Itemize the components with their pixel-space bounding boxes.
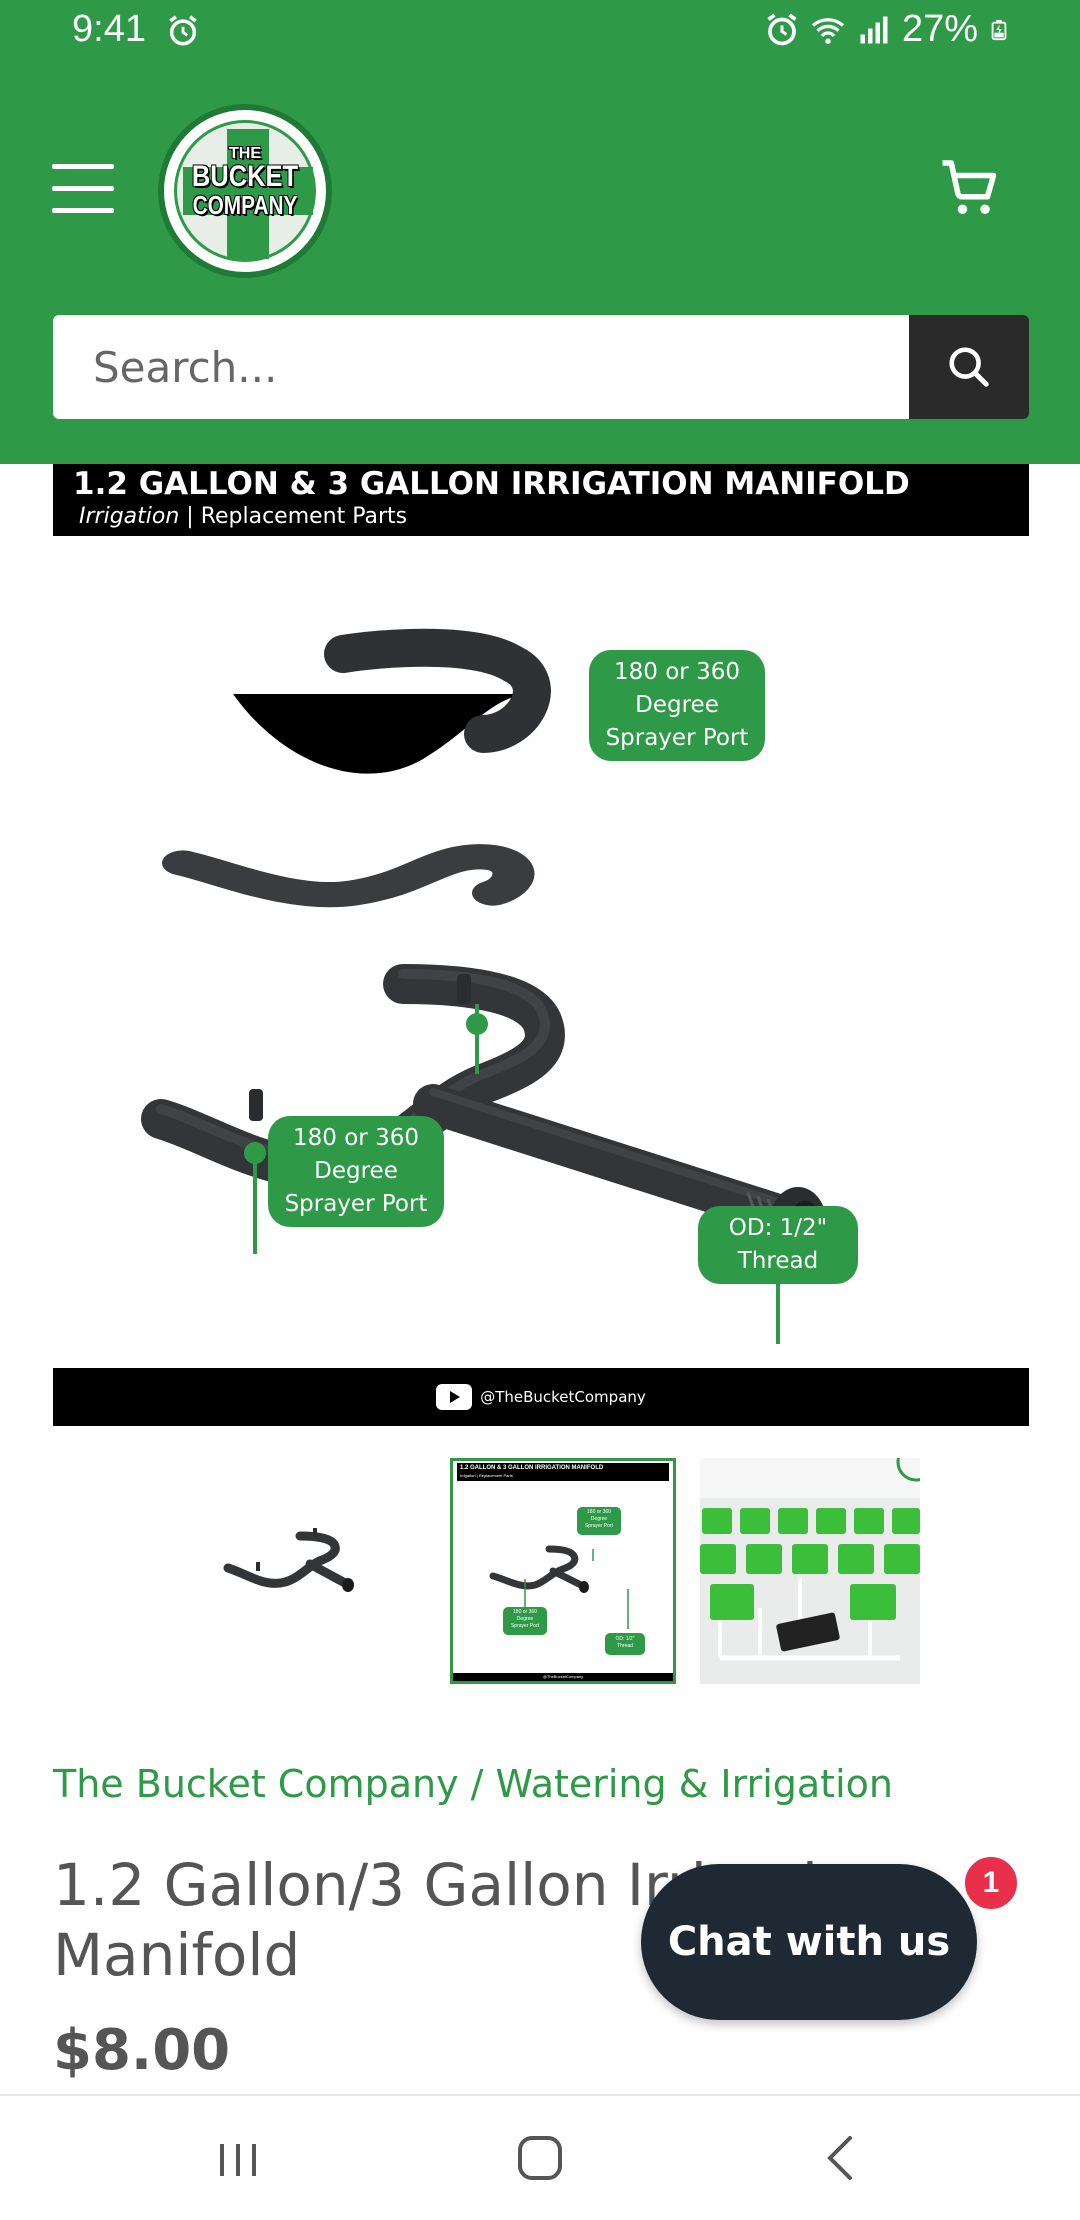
image-banner: 1.2 GALLON & 3 GALLON IRRIGATION MANIFOL… bbox=[53, 464, 1029, 536]
image-footer: @TheBucketCompany bbox=[53, 1368, 1029, 1426]
bucket-system-thumbnail-image bbox=[700, 1458, 920, 1684]
thumbnail-1[interactable] bbox=[200, 1458, 426, 1684]
product-title: 1.2 Gallon/3 Gallon Irrigation Manifold bbox=[53, 1851, 891, 1989]
bucket-company-logo[interactable]: THE BUCKET COMPANY bbox=[158, 104, 332, 278]
hamburger-menu-icon[interactable] bbox=[52, 164, 114, 216]
site-header: THE BUCKET COMPANY bbox=[0, 64, 1080, 464]
thumbnail-3[interactable] bbox=[700, 1458, 920, 1684]
chat-notification-badge: 1 bbox=[962, 1854, 1020, 1912]
search-icon bbox=[949, 347, 989, 387]
image-banner-subtitle: Irrigation | Replacement Parts bbox=[79, 504, 408, 529]
product-price: $8.00 bbox=[53, 2018, 231, 2083]
search-input[interactable] bbox=[53, 315, 909, 419]
youtube-handle: @TheBucketCompany bbox=[480, 1388, 646, 1406]
thumbnail-footer-handle: @TheBucketCompany bbox=[542, 1674, 584, 1679]
signal-icon bbox=[860, 16, 888, 43]
search-bar bbox=[53, 315, 1029, 419]
battery-percent: 27% bbox=[901, 8, 978, 50]
status-time: 9:41 bbox=[72, 8, 146, 50]
android-navigation-bar bbox=[0, 2094, 1080, 2220]
chat-with-us-button[interactable]: Chat with us bbox=[641, 1864, 977, 2020]
status-bar: 9:41 27% bbox=[0, 0, 1080, 64]
logo-text: THE BUCKET COMPANY bbox=[191, 145, 299, 220]
alarm-icon bbox=[169, 15, 197, 46]
status-icons: 27% bbox=[764, 8, 1010, 51]
search-button[interactable] bbox=[909, 315, 1029, 419]
recent-apps-icon[interactable] bbox=[216, 2140, 260, 2180]
image-banner-title: 1.2 GALLON & 3 GALLON IRRIGATION MANIFOL… bbox=[73, 466, 910, 502]
youtube-icon bbox=[436, 1384, 473, 1410]
breadcrumb[interactable]: The Bucket Company / Watering & Irrigati… bbox=[53, 1762, 893, 1806]
callout-thread: OD: 1/2" Thread bbox=[698, 1206, 858, 1284]
callout-top-sprayer-port: 180 or 360 Degree Sprayer Port bbox=[589, 650, 765, 761]
home-icon[interactable] bbox=[516, 2134, 564, 2182]
thumbnail-callout-thread: OD: 1/2"Thread bbox=[605, 1633, 645, 1655]
thumbnail-strip: 1.2 GALLON & 3 GALLON IRRIGATION MANIFOL… bbox=[200, 1458, 920, 1684]
callout-left-sprayer-port: 180 or 360 Degree Sprayer Port bbox=[268, 1116, 444, 1227]
alarm-icon bbox=[767, 13, 797, 45]
back-icon[interactable] bbox=[820, 2132, 860, 2184]
battery-charging-icon bbox=[991, 19, 1007, 40]
manifold-thumbnail-image bbox=[453, 1545, 673, 1681]
cart-icon[interactable] bbox=[940, 158, 1000, 218]
product-main-image[interactable]: 1.2 GALLON & 3 GALLON IRRIGATION MANIFOL… bbox=[53, 464, 1029, 1426]
wifi-icon bbox=[811, 17, 845, 44]
thumbnail-2[interactable]: 1.2 GALLON & 3 GALLON IRRIGATION MANIFOL… bbox=[450, 1458, 676, 1684]
manifold-thumbnail-image bbox=[223, 1528, 354, 1592]
manifold-illustration bbox=[141, 628, 826, 1344]
thumbnail-2-banner: 1.2 GALLON & 3 GALLON IRRIGATION MANIFOL… bbox=[457, 1463, 669, 1481]
chat-button-label: Chat with us bbox=[667, 1919, 951, 1965]
